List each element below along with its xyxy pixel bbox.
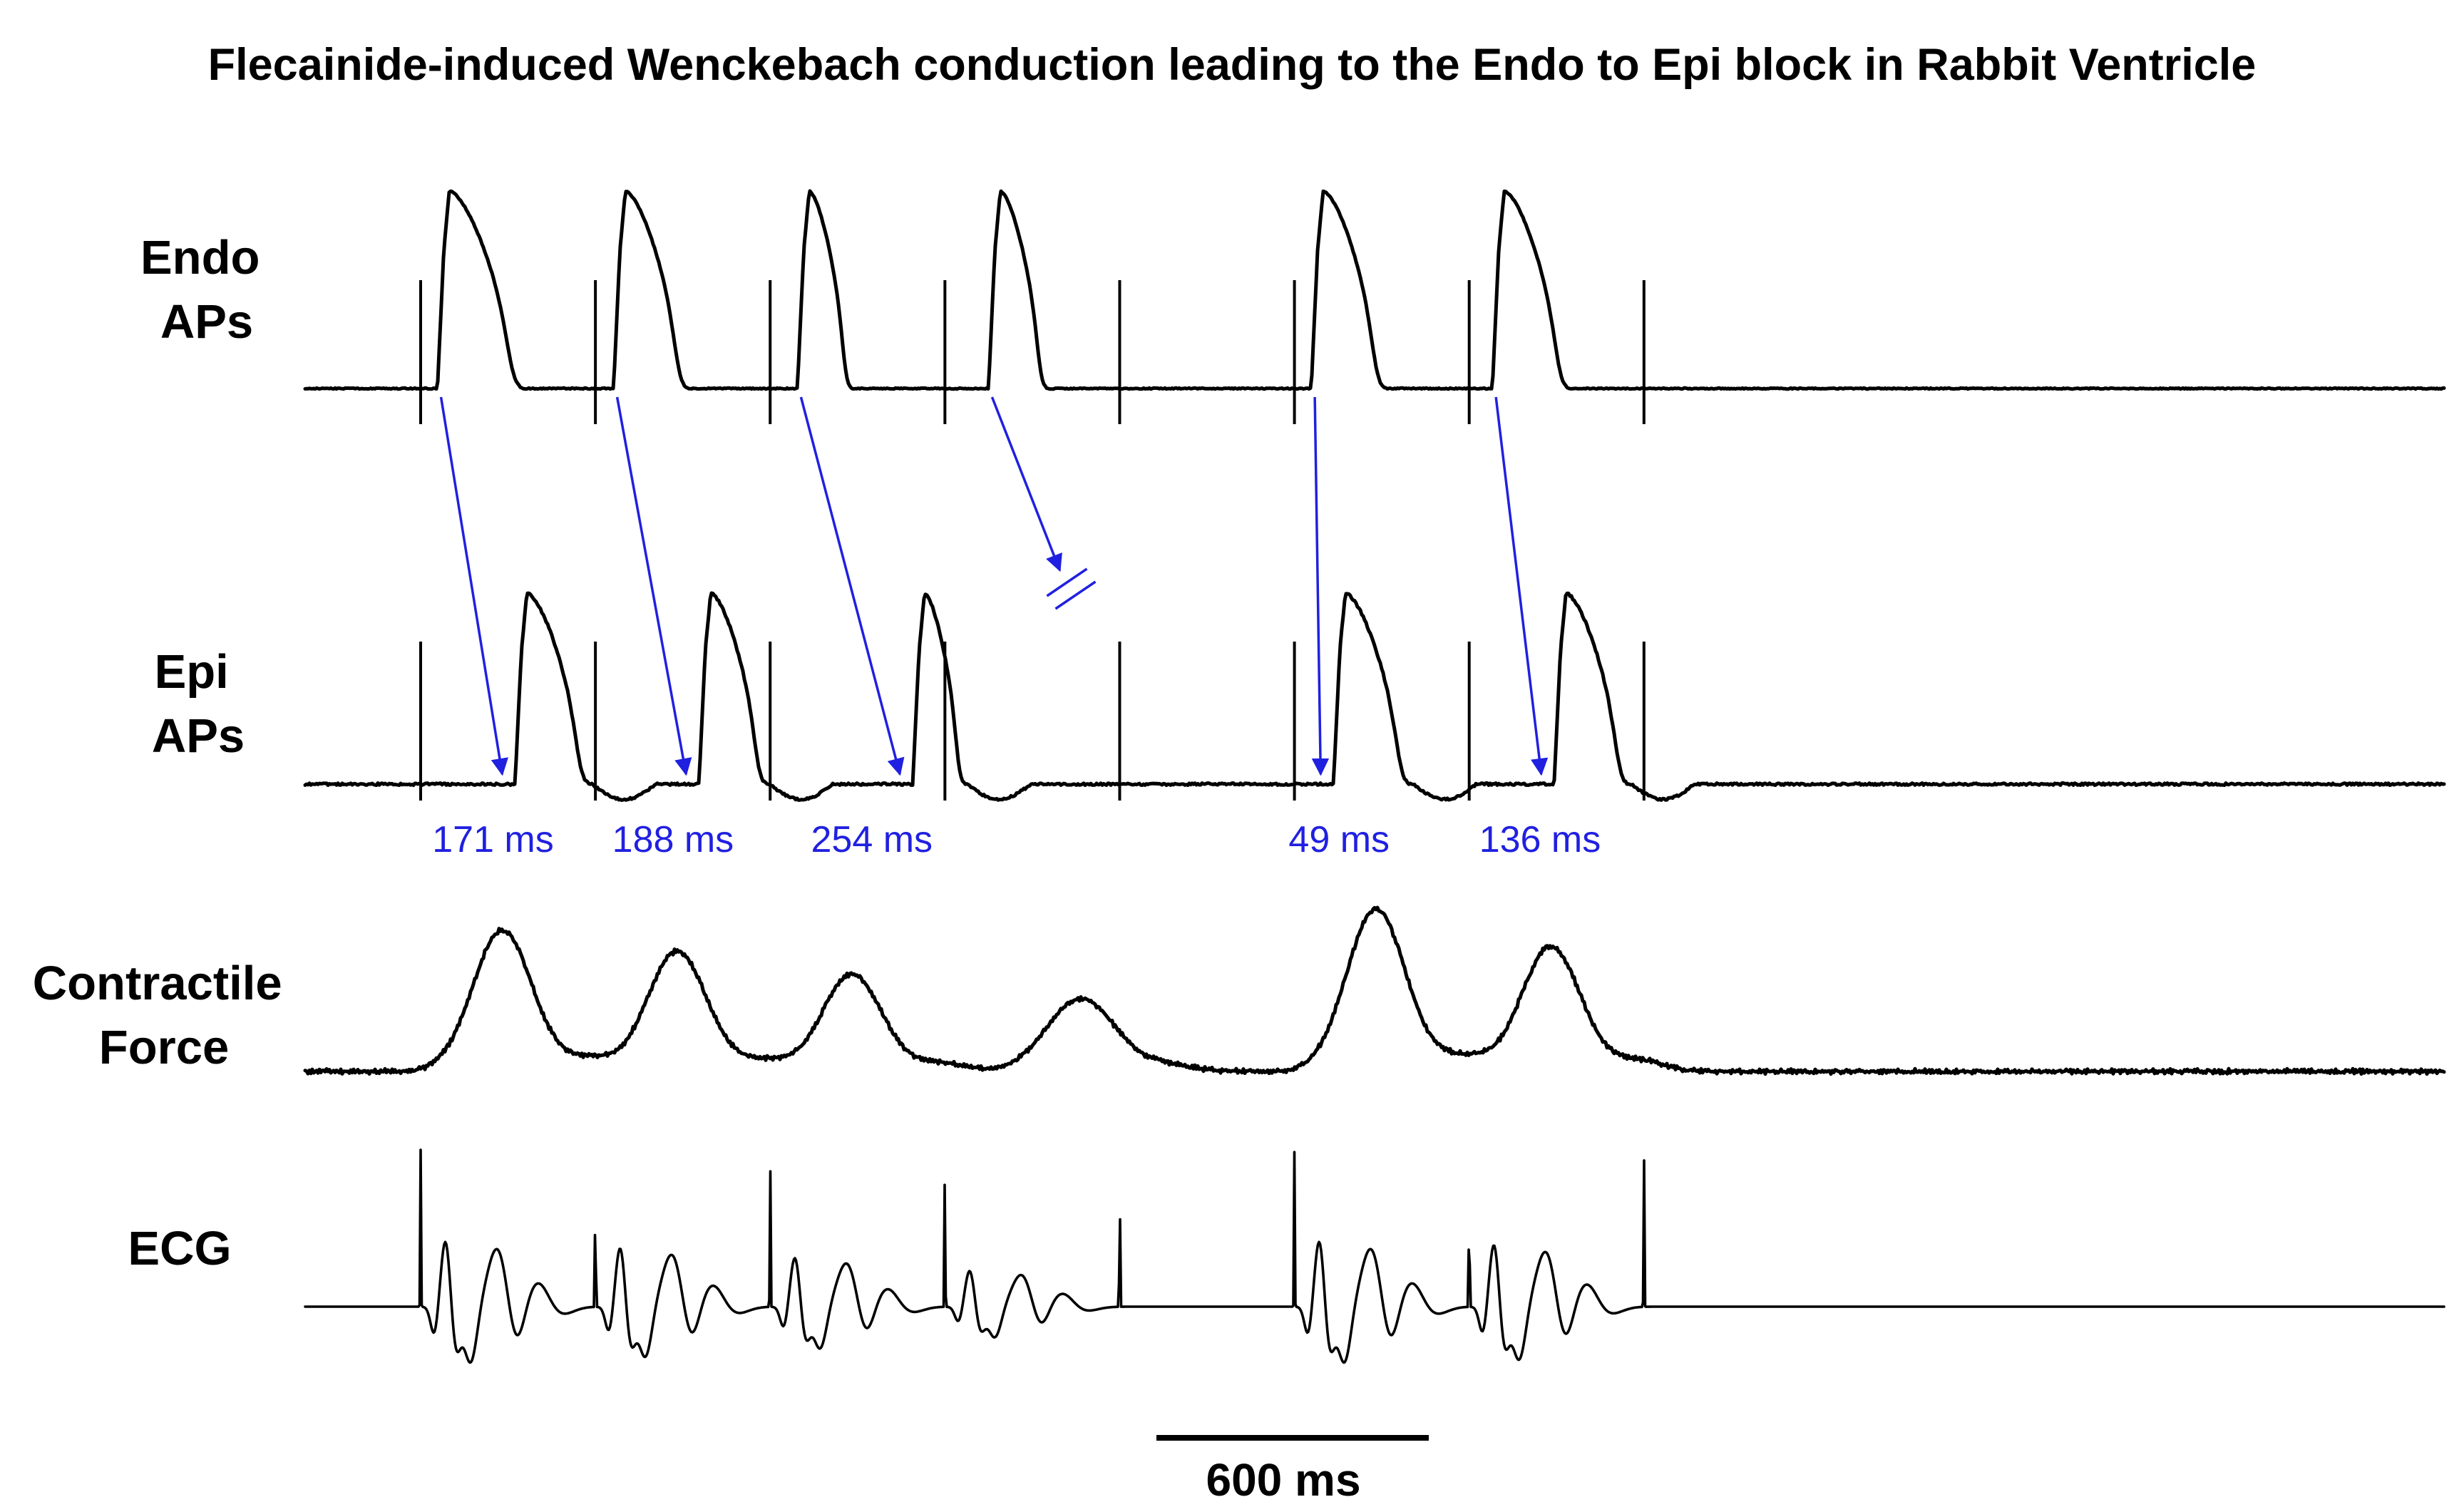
row-label-epi-line-1: Epi bbox=[155, 645, 229, 699]
scale-bar-label: 600 ms bbox=[1206, 1454, 1360, 1497]
delay-labels: 171 ms 188 ms 254 ms 49 ms 136 ms bbox=[432, 819, 1601, 860]
conduction-delay-label: 49 ms bbox=[1288, 819, 1390, 860]
conduction-delay-label: 171 ms bbox=[432, 819, 554, 860]
contractile-force-trace bbox=[303, 905, 2446, 1076]
traces bbox=[303, 189, 2446, 1364]
figure-title: Flecainide-induced Wenckebach conduction… bbox=[208, 40, 2257, 90]
conduction-arrow bbox=[1311, 396, 1330, 776]
blocked-conduction-arrow bbox=[990, 396, 1062, 572]
conduction-arrow bbox=[1494, 396, 1549, 776]
row-label-endo: Endo APs bbox=[140, 231, 273, 349]
row-label-endo-line-1: Endo bbox=[140, 231, 260, 284]
ecg-trace bbox=[304, 1148, 2445, 1364]
conduction-block-mark bbox=[1054, 580, 1097, 610]
row-label-ecg-line-1: ECG bbox=[128, 1222, 231, 1275]
conduction-arrow bbox=[615, 396, 692, 776]
epi-ap-trace bbox=[303, 591, 2446, 802]
conduction-delay-label: 136 ms bbox=[1479, 819, 1601, 860]
conduction-block-mark bbox=[1046, 567, 1088, 597]
endo-ap-trace bbox=[303, 189, 2446, 391]
row-label-ecg: ECG bbox=[128, 1222, 231, 1275]
row-label-endo-line-2: APs bbox=[160, 295, 253, 349]
conduction-arrows bbox=[439, 396, 1549, 776]
row-label-force: Contractile Force bbox=[33, 957, 296, 1074]
conduction-arrow bbox=[439, 396, 508, 776]
conduction-delay-label: 254 ms bbox=[811, 819, 933, 860]
row-label-force-line-2: Force bbox=[99, 1021, 229, 1074]
stimulus-artifacts bbox=[419, 280, 1646, 801]
row-label-epi-line-2: APs bbox=[152, 709, 245, 763]
conduction-delay-label: 188 ms bbox=[612, 819, 734, 860]
row-label-force-line-1: Contractile bbox=[33, 957, 282, 1010]
conduction-arrow bbox=[799, 396, 905, 776]
row-label-epi: Epi APs bbox=[152, 645, 245, 763]
